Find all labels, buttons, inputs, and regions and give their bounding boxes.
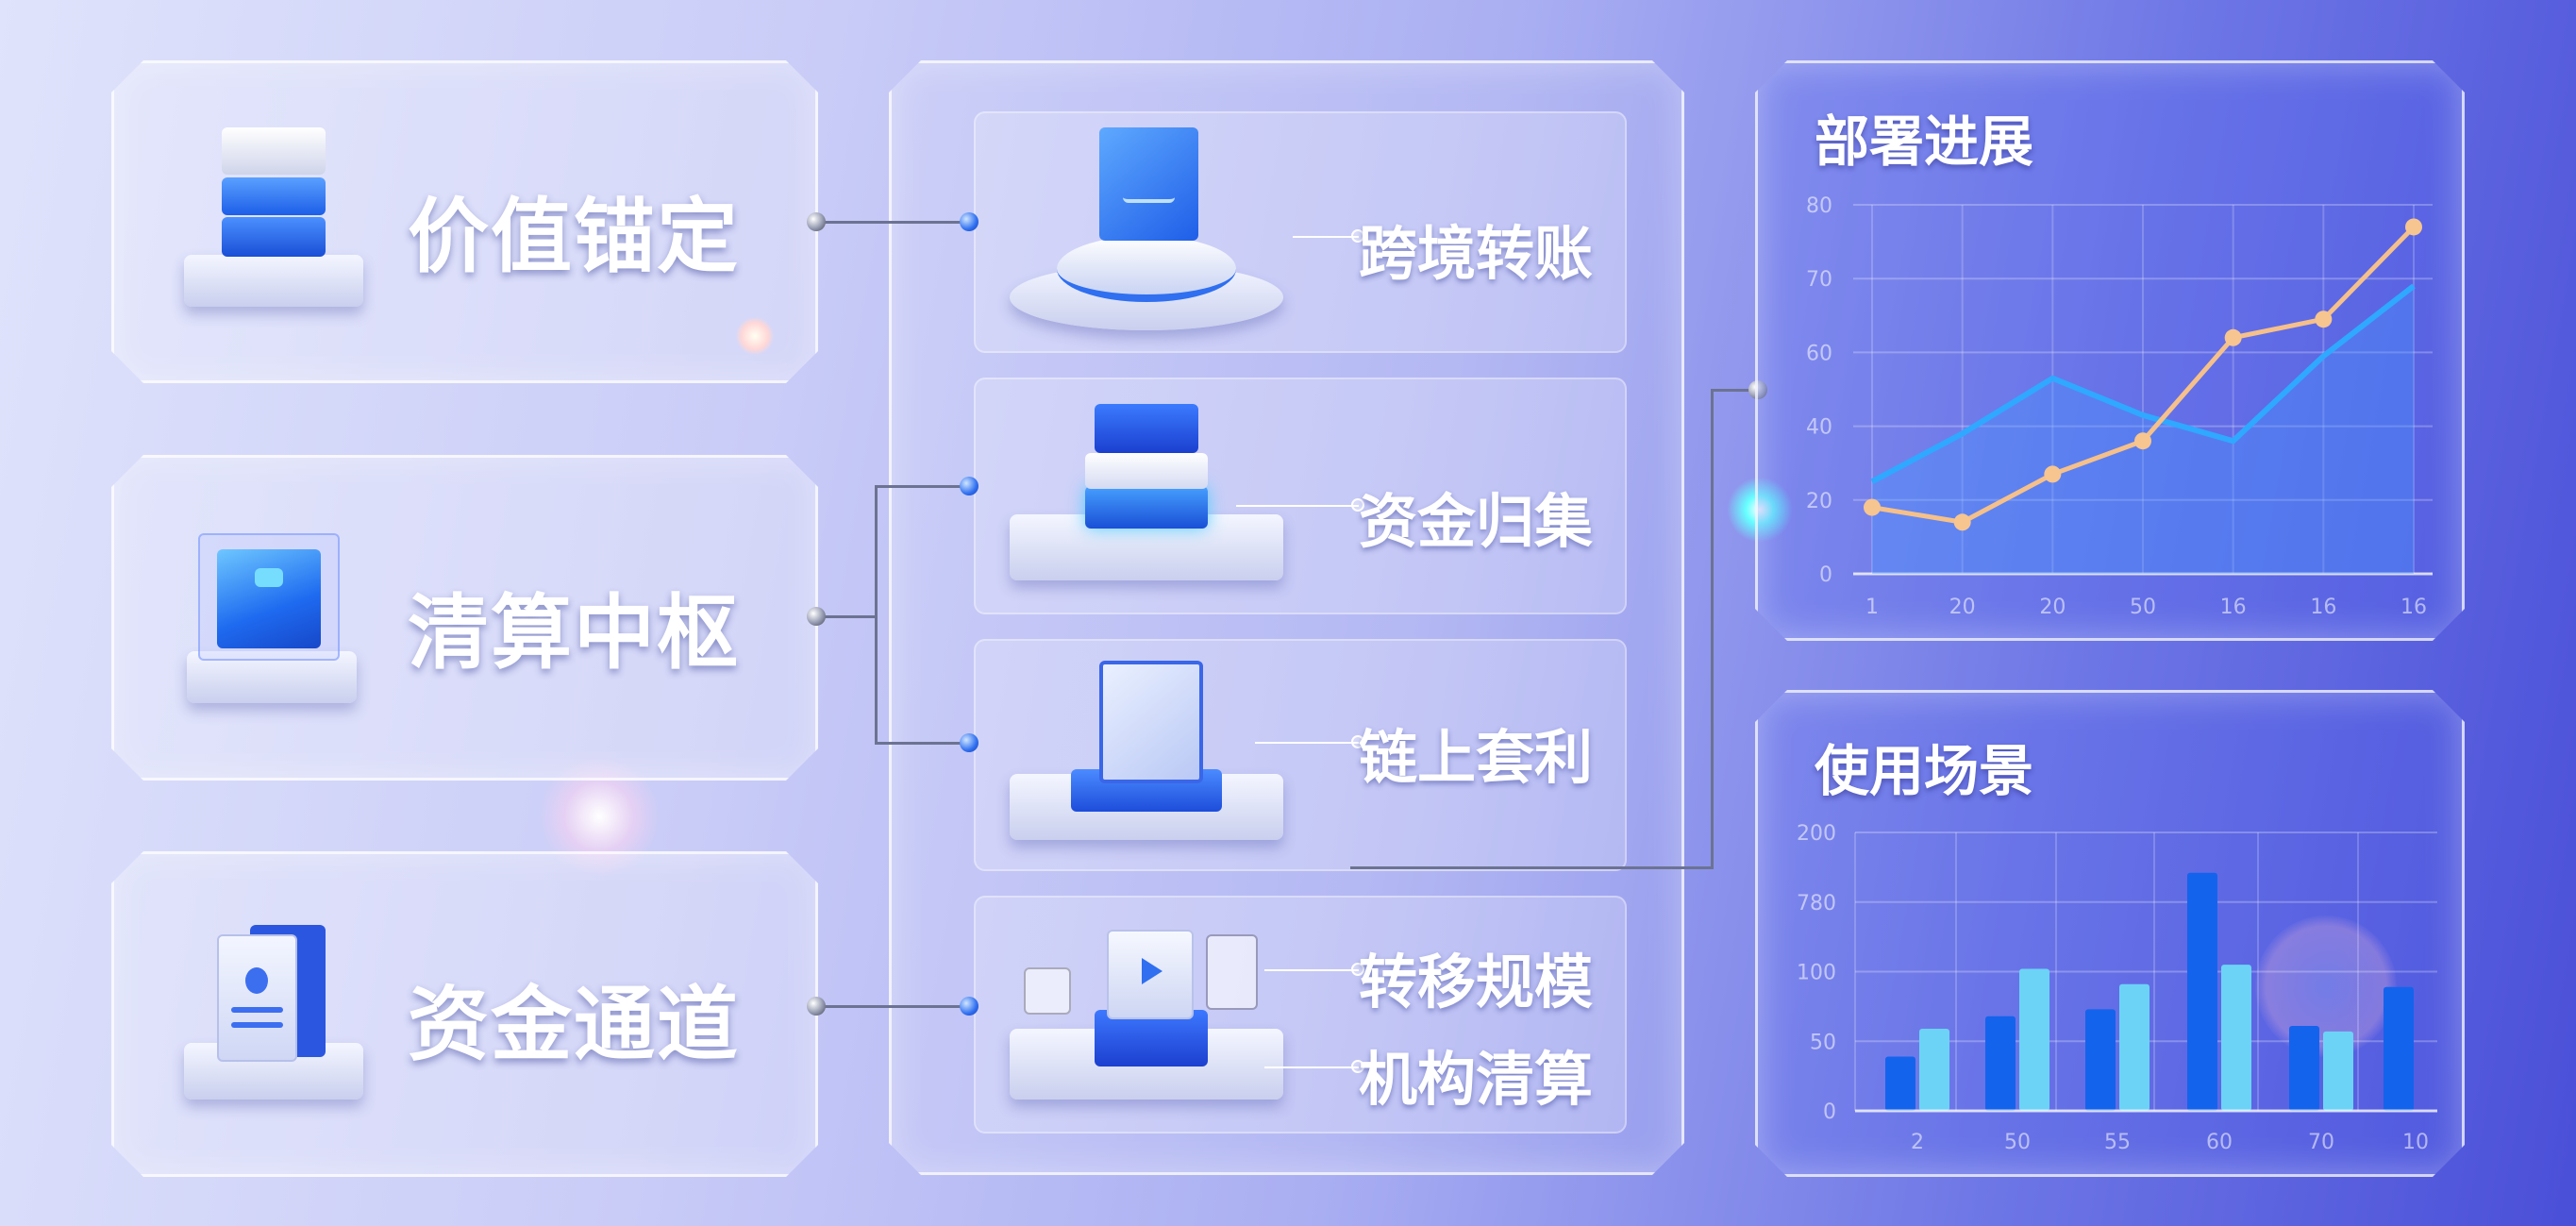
series-line-blue [1872, 286, 2414, 481]
connector-node [960, 477, 979, 495]
connector-line [875, 742, 969, 745]
y-tick-label: 0 [1819, 563, 1832, 587]
feature-label-cross-border: 跨境转账 [1359, 219, 1594, 288]
y-tick-label: 60 [1806, 342, 1832, 365]
x-tick-label: 2 [1911, 1131, 1924, 1154]
chart-panel-usage: 使用场景 0 50 100 780 200 2 50 55 60 70 10 [1755, 690, 2465, 1177]
x-tick-label: 50 [2004, 1131, 2031, 1154]
connector-node [807, 212, 826, 231]
connector-line [875, 485, 878, 744]
bar-dark [2289, 1026, 2319, 1111]
connector-line [816, 1005, 969, 1008]
connector-node [1748, 380, 1767, 399]
data-point [2315, 311, 2332, 327]
features-container [889, 60, 1684, 1175]
x-tick-label: 55 [2104, 1131, 2131, 1154]
connector-line [1711, 389, 1758, 392]
connector-line [816, 221, 969, 224]
bar-dark [2187, 873, 2217, 1111]
chart-title: 部署进展 [1815, 109, 2034, 174]
bar-light [2019, 969, 2049, 1111]
connector-line [816, 615, 876, 618]
feature-label-institutional-clearing: 机构清算 [1359, 1045, 1594, 1114]
line-chart: 0 20 40 60 70 80 1 20 20 50 16 16 16 [1758, 63, 2467, 644]
connector-node [960, 212, 979, 231]
video-terminal-icon [1000, 911, 1293, 1118]
y-tick-label: 20 [1806, 490, 1832, 513]
feature-label-fund-pooling: 资金归集 [1359, 487, 1594, 556]
y-tick-label: 200 [1797, 822, 1836, 846]
connector-node [960, 733, 979, 752]
bar-light [1919, 1029, 1949, 1111]
connector-pip [1351, 229, 1364, 243]
connector-node [807, 607, 826, 626]
connector-pip [1351, 963, 1364, 976]
label-value-anchor: 价值锚定 [408, 190, 740, 284]
bar-dark [1885, 1056, 1915, 1111]
data-point [2134, 432, 2151, 449]
feature-label-transfer-scale: 转移规模 [1359, 948, 1594, 1016]
y-tick-label: 50 [1810, 1031, 1836, 1054]
y-tick-label: 70 [1806, 268, 1832, 292]
x-tick-label: 16 [2220, 596, 2247, 619]
connector-line [1350, 866, 1712, 869]
bar-light [2221, 965, 2251, 1111]
x-tick-label: 60 [2206, 1131, 2233, 1154]
data-point [1864, 499, 1881, 516]
series-area [1872, 286, 2414, 574]
connector-node [960, 997, 979, 1016]
document-cards-icon [179, 920, 377, 1109]
y-tick-label: 100 [1797, 962, 1836, 985]
connector-node [807, 997, 826, 1016]
server-stack-icon [179, 123, 377, 321]
layered-stack-icon [1000, 396, 1293, 604]
cube-hub-icon [179, 529, 377, 717]
x-tick-label: 10 [2402, 1131, 2429, 1154]
data-point [2044, 465, 2061, 482]
data-point [1954, 513, 1971, 530]
y-tick-label: 40 [1806, 416, 1832, 440]
bar-light [2323, 1032, 2353, 1111]
connector-pip [1351, 498, 1364, 512]
data-point [2405, 218, 2422, 235]
x-tick-label: 16 [2400, 596, 2427, 619]
x-tick-label: 1 [1865, 596, 1879, 619]
chart-panel-deployment: 部署进展 0 20 40 60 70 80 1 20 20 50 16 16 16 [1755, 60, 2465, 641]
label-fund-channel: 资金通道 [408, 978, 740, 1072]
label-clearing-hub: 清算中枢 [408, 586, 740, 680]
y-tick-label: 0 [1823, 1100, 1836, 1124]
y-tick-label: 780 [1797, 892, 1836, 915]
monitor-chart-icon [1000, 123, 1293, 340]
connector-line [875, 485, 969, 488]
bar-light [2119, 984, 2149, 1111]
x-tick-label: 50 [2130, 596, 2156, 619]
feature-label-onchain-arbitrage: 链上套利 [1359, 723, 1594, 792]
bar-chart: 0 50 100 780 200 2 50 55 60 70 10 [1758, 693, 2467, 1180]
bar-dark [2085, 1009, 2116, 1111]
chart-title: 使用场景 [1815, 739, 2034, 803]
x-tick-label: 70 [2308, 1131, 2334, 1154]
x-tick-label: 16 [2310, 596, 2336, 619]
connector-pip [1351, 1060, 1364, 1073]
x-tick-label: 20 [1949, 596, 1976, 619]
y-tick-label: 80 [1806, 194, 1832, 218]
connector-pip [1351, 735, 1364, 748]
document-screen-icon [1000, 651, 1293, 859]
x-tick-label: 20 [2039, 596, 2066, 619]
connector-line [1711, 389, 1714, 869]
data-point [2225, 329, 2242, 346]
bar-dark [2384, 987, 2414, 1111]
bar-dark [1985, 1016, 2016, 1111]
